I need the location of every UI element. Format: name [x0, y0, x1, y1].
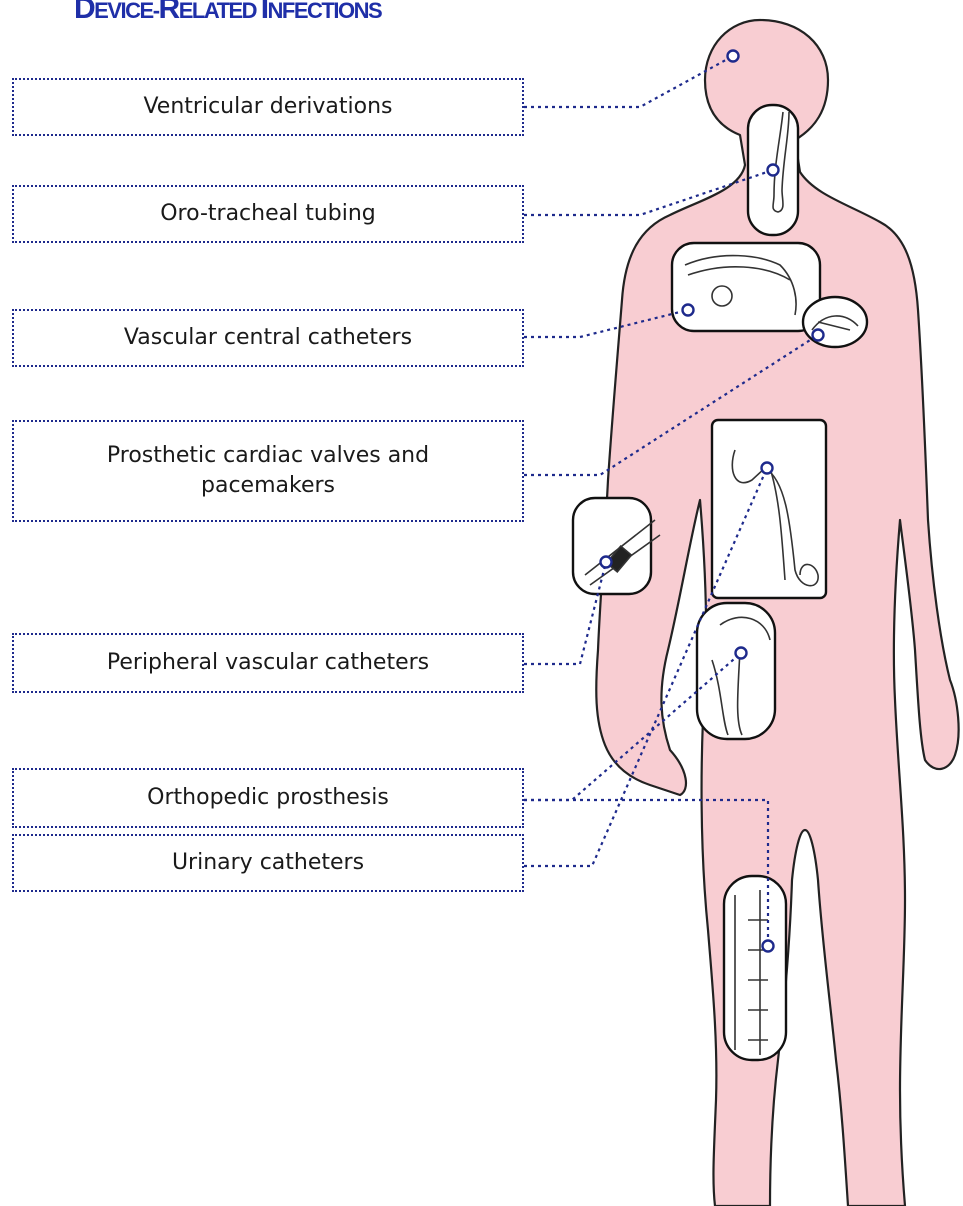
marker-valves: [813, 330, 824, 341]
marker-peripheral: [601, 557, 612, 568]
inset-hip: [697, 603, 775, 739]
marker-knee: [763, 941, 774, 952]
marker-vascular-central: [683, 305, 694, 316]
label-ventricular-derivations: Ventricular derivations: [12, 78, 524, 136]
marker-hip: [736, 648, 747, 659]
inset-valve: [803, 297, 867, 347]
inset-urinary: [712, 420, 826, 598]
inset-peripheral: [573, 498, 651, 594]
label-oro-tracheal-tubing: Oro-tracheal tubing: [12, 185, 524, 243]
label-vascular-central-catheters: Vascular central catheters: [12, 309, 524, 367]
marker-orotracheal: [768, 165, 779, 176]
inset-knee: [724, 876, 786, 1060]
marker-urinary: [762, 463, 773, 474]
leader-ventricular: [524, 56, 733, 107]
label-prosthetic-valves-pacemakers: Prosthetic cardiac valves and pacemakers: [12, 420, 524, 522]
label-urinary-catheters: Urinary catheters: [12, 834, 524, 892]
marker-ventricular: [728, 51, 739, 62]
label-orthopedic-prosthesis: Orthopedic prosthesis: [12, 768, 524, 828]
label-peripheral-vascular-catheters: Peripheral vascular catheters: [12, 633, 524, 693]
